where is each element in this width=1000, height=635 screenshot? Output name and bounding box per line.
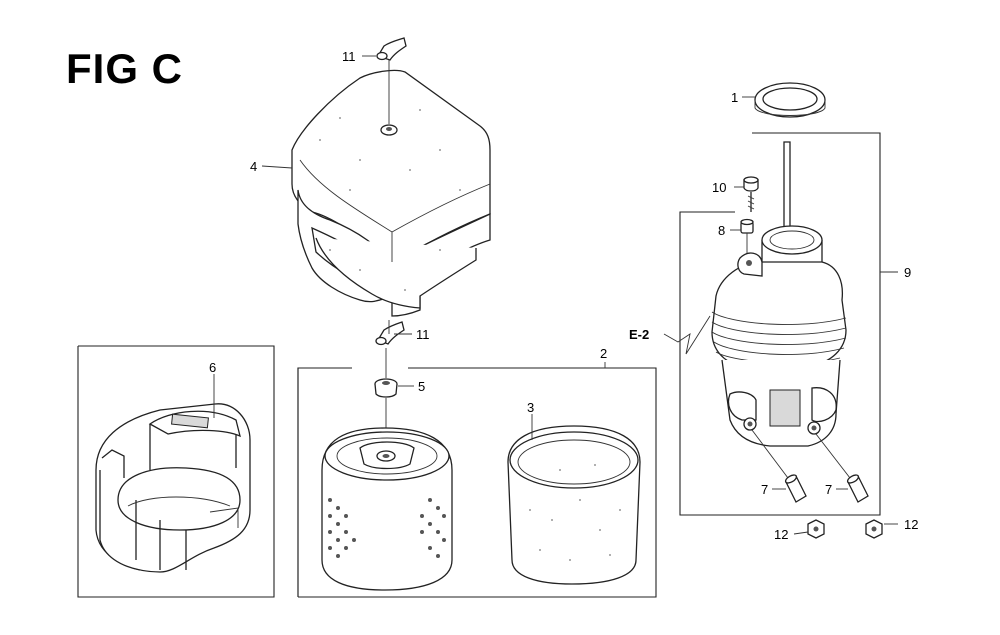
callout-12-left: 12 (774, 527, 788, 542)
bolt (743, 176, 759, 212)
stud-left (784, 474, 807, 503)
air-cleaner-case (711, 141, 851, 479)
callout-3: 3 (527, 400, 534, 415)
callout-11-top: 11 (342, 49, 356, 64)
leader-lines (213, 55, 898, 535)
filter-guard (95, 403, 251, 573)
callout-4: 4 (250, 159, 257, 174)
figure-title: FIG C (66, 45, 183, 92)
callout-7-right: 7 (825, 482, 832, 497)
callout-11-lower: 11 (416, 327, 430, 342)
callout-2: 2 (600, 346, 607, 361)
callout-1: 1 (731, 90, 738, 105)
wing-nut-lower (375, 320, 405, 378)
nut-right (865, 519, 883, 539)
grommet (374, 378, 398, 446)
callout-10: 10 (712, 180, 726, 195)
nut-left (807, 519, 825, 539)
group-box-case (679, 132, 881, 516)
group-box-guard (77, 345, 275, 598)
stud-right (846, 474, 869, 503)
callout-12-right: 12 (904, 517, 918, 532)
collar (740, 218, 754, 258)
seal-ring (754, 82, 826, 118)
callout-e2-reference: E-2 (629, 327, 649, 342)
callout-6: 6 (209, 360, 216, 375)
filter-element (321, 427, 453, 591)
air-cleaner-cover (291, 69, 491, 317)
callout-7-left: 7 (761, 482, 768, 497)
callout-5: 5 (418, 379, 425, 394)
callout-9: 9 (904, 265, 911, 280)
callout-8: 8 (718, 223, 725, 238)
foam-prefilter (507, 425, 641, 585)
wing-nut-top (376, 37, 407, 124)
